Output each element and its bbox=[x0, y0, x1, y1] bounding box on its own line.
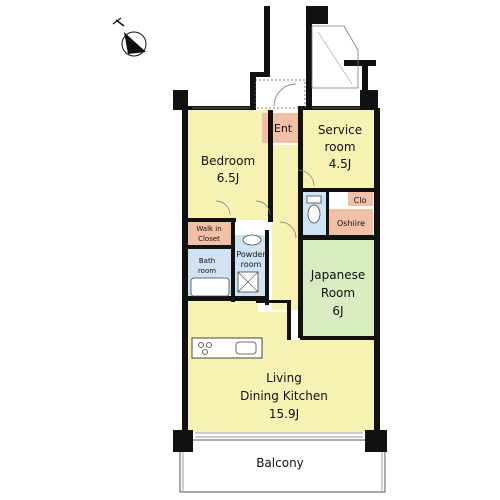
stove-icon bbox=[198, 342, 212, 355]
service-room-area bbox=[302, 110, 375, 190]
japanese-room-label-2: Room bbox=[321, 286, 355, 300]
ldk-label-2: Dining Kitchen bbox=[240, 389, 328, 403]
bedroom-size: 6.5J bbox=[217, 171, 240, 185]
walk-in-closet-area bbox=[187, 221, 231, 247]
japanese-room-size: 6J bbox=[332, 304, 343, 318]
clo-label: Clo bbox=[354, 196, 367, 205]
clo-area bbox=[348, 192, 373, 206]
bath-room-label-1: Bath bbox=[199, 257, 215, 265]
sink-icon bbox=[235, 341, 257, 355]
toilet-icon bbox=[307, 204, 321, 224]
balcony-area bbox=[179, 439, 386, 493]
corridor-area bbox=[272, 145, 300, 310]
service-room-label-1: Service bbox=[318, 123, 362, 137]
walk-in-closet-label-2: Closet bbox=[198, 235, 220, 243]
ldk-area bbox=[187, 300, 375, 432]
service-room-label-2: room bbox=[324, 140, 355, 154]
bathtub-icon bbox=[190, 277, 230, 297]
entrance-label: Ent bbox=[274, 122, 293, 135]
bedroom-area bbox=[187, 110, 269, 220]
ldk-size: 15.9J bbox=[269, 407, 299, 421]
balcony-label: Balcony bbox=[256, 456, 304, 470]
oshiire-label: Oshiire bbox=[337, 219, 365, 228]
ldk-label-1: Living bbox=[266, 371, 302, 385]
washbasin-icon bbox=[242, 234, 262, 246]
bath-room-label-2: room bbox=[198, 267, 216, 275]
north-arrow-icon bbox=[112, 17, 147, 57]
japanese-room-label-1: Japanese bbox=[310, 268, 366, 282]
powder-room-label-2: room bbox=[241, 260, 262, 269]
kitchen-counter bbox=[191, 337, 263, 359]
bedroom-label: Bedroom bbox=[201, 154, 255, 168]
walls bbox=[173, 6, 387, 452]
service-room-size: 4.5J bbox=[329, 157, 352, 171]
powder-room-label-1: Powder bbox=[236, 250, 266, 259]
japanese-room-area bbox=[302, 240, 375, 338]
oshiire-area bbox=[328, 209, 373, 235]
walk-in-closet-label-1: Walk in bbox=[196, 225, 221, 233]
